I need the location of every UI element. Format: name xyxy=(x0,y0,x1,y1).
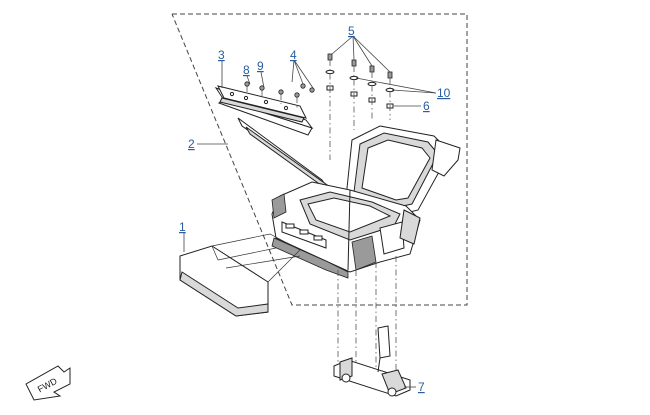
callout-9[interactable]: 9 xyxy=(257,59,264,73)
callout-4[interactable]: 4 xyxy=(290,48,297,62)
seat-base-assembly xyxy=(271,125,461,279)
callout-leaders xyxy=(183,35,437,388)
callout-2[interactable]: 2 xyxy=(188,137,195,151)
callout-7[interactable]: 7 xyxy=(418,380,425,394)
part-3-mount-plate xyxy=(217,85,307,123)
callout-10[interactable]: 10 xyxy=(437,86,451,100)
mounting-centerlines xyxy=(337,256,397,385)
part-4-screws xyxy=(244,81,315,108)
callout-8[interactable]: 8 xyxy=(243,63,250,77)
assembly-frame xyxy=(171,13,468,306)
callout-1[interactable]: 1 xyxy=(179,220,186,234)
part-7-lower-bracket xyxy=(333,325,411,397)
callout-6[interactable]: 6 xyxy=(423,99,430,113)
callout-5[interactable]: 5 xyxy=(348,24,355,38)
part-1-backrest xyxy=(179,233,301,317)
fwd-arrow-icon: FWD xyxy=(25,365,71,401)
callout-3[interactable]: 3 xyxy=(218,48,225,62)
callout-labels: 1 2 3 4 5 6 7 8 9 10 xyxy=(179,24,451,394)
